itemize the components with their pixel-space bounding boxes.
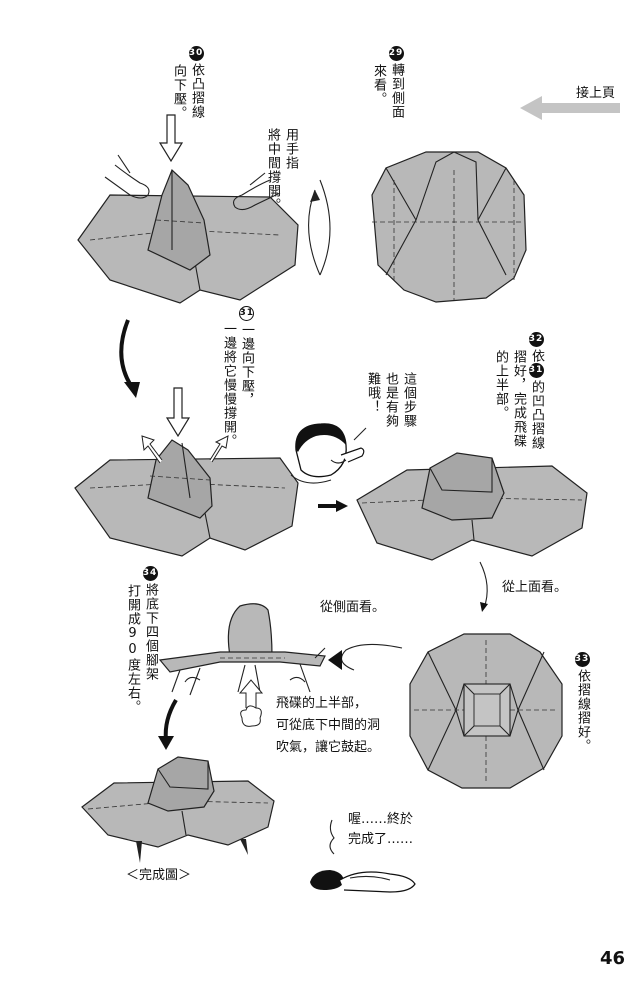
bubble-line3: 難哦！ — [365, 372, 380, 414]
step-29-figure — [371, 151, 527, 303]
relief-line1: 喔……終於 — [348, 812, 414, 827]
relief-line2: 完成了…… — [348, 832, 414, 847]
finger-hint-line1: 用手指 — [283, 128, 298, 170]
step-29-badge: 29 — [388, 46, 404, 61]
step-32-text-line3: 的上半部。 — [493, 350, 508, 420]
finger-hint-line2: 將中間撐開。 — [265, 128, 280, 212]
blow-hint-line3: 吹氣，讓它鼓起。 — [276, 740, 381, 755]
step-33-badge: 33 — [574, 652, 590, 667]
step-33-text: 33依摺線摺好。 — [574, 652, 590, 753]
step-34-badge: 34 — [142, 566, 158, 581]
rotate-arrow-icon — [308, 179, 331, 276]
blow-hint-line2: 可從底下中間的洞 — [276, 718, 381, 733]
view-side-label: 從側面看。 — [320, 600, 386, 615]
side-view-arrow-icon — [328, 643, 403, 671]
step-34-text: 34將底下四個腳架 — [142, 566, 158, 681]
step-32-figure — [356, 452, 588, 561]
step-34-text-line2: 打開成90度左右。 — [125, 584, 140, 714]
character-pointing — [290, 423, 367, 484]
continue-label: 接上頁 — [576, 86, 616, 101]
step-31-text: 31一邊向下壓， — [238, 306, 255, 407]
bubble-line1: 這個步驟 — [401, 372, 416, 428]
top-view-arrow-icon — [479, 561, 488, 612]
step-30-text-line2: 向下壓。 — [171, 64, 186, 120]
right-arrow-icon — [318, 500, 348, 512]
blow-hint-line1: 飛碟的上半部， — [276, 696, 368, 711]
step-29-text-line2: 來看。 — [371, 64, 386, 106]
finished-label: ＜完成圖＞ — [126, 868, 192, 883]
step-34-figure — [158, 603, 326, 696]
view-top-label: 從上面看。 — [502, 580, 568, 595]
step-32-ref-badge: 31 — [528, 363, 544, 378]
bubble-line2: 也是有夠 — [383, 372, 398, 428]
step-31-figure — [74, 387, 299, 557]
step-29-text: 29轉到側面 — [388, 46, 404, 119]
step-30-badge: 30 — [188, 46, 204, 61]
character-lying — [310, 819, 416, 893]
curve-arrow-2-icon — [158, 698, 178, 750]
finished-figure — [81, 756, 275, 863]
step-31-text-line2: 一邊將它慢慢撐開。 — [221, 322, 236, 448]
continue-arrow-icon — [520, 96, 620, 120]
page-number: 46 — [600, 948, 626, 969]
curve-arrow-icon — [119, 319, 140, 398]
step-32-text: 32依31的凹凸摺線 — [528, 332, 544, 450]
step-32-text-line2: 摺好，完成飛碟 — [511, 350, 526, 448]
step-33-figure — [409, 633, 563, 789]
step-30-text: 30依凸摺線 — [188, 46, 204, 119]
step-32-badge: 32 — [528, 332, 544, 347]
blow-arrow-icon — [238, 679, 264, 727]
step-31-badge: 31 — [238, 306, 254, 321]
step-30-figure — [77, 114, 299, 304]
